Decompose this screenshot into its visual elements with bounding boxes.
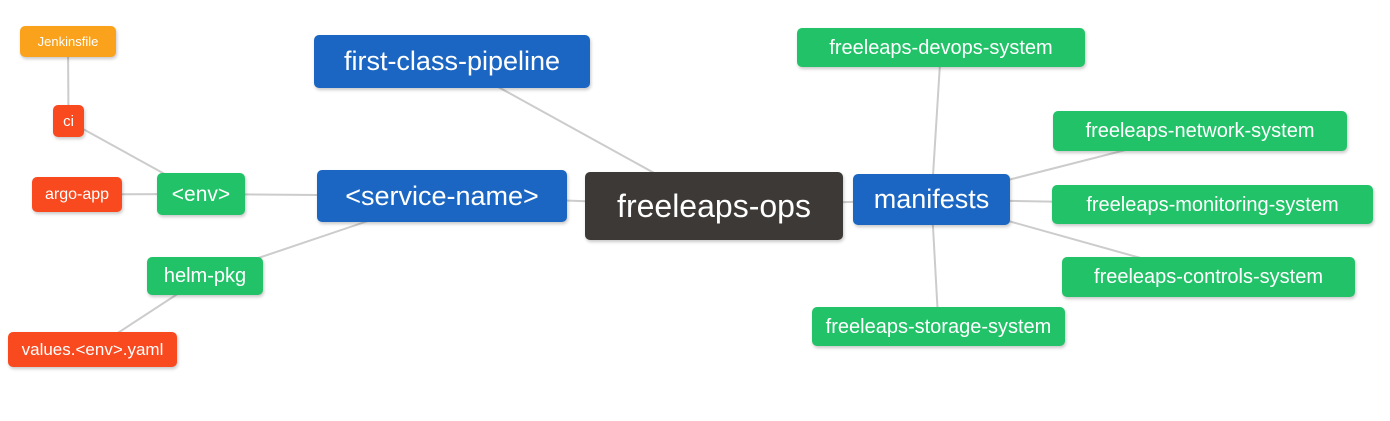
node-jenkinsfile[interactable]: Jenkinsfile <box>20 26 116 57</box>
node-label: argo-app <box>44 185 110 203</box>
node-label: helm-pkg <box>163 265 247 287</box>
node-freeleaps-controls-system[interactable]: freeleaps-controls-system <box>1062 257 1355 297</box>
node-label: freeleaps-ops <box>617 188 811 224</box>
node-values-env-yaml[interactable]: values.<env>.yaml <box>8 332 177 367</box>
node-label: Jenkinsfile <box>37 34 99 49</box>
node-label: <env> <box>171 182 231 206</box>
node-freeleaps-ops[interactable]: freeleaps-ops <box>585 172 843 240</box>
node-freeleaps-devops-system[interactable]: freeleaps-devops-system <box>797 28 1085 67</box>
node-first-class-pipeline[interactable]: first-class-pipeline <box>314 35 590 88</box>
node-label: freeleaps-storage-system <box>825 315 1052 338</box>
node-ci[interactable]: ci <box>53 105 84 137</box>
node-argo-app[interactable]: argo-app <box>32 177 122 212</box>
node-env[interactable]: <env> <box>157 173 245 215</box>
node-freeleaps-monitoring-system[interactable]: freeleaps-monitoring-system <box>1052 185 1373 224</box>
node-manifests[interactable]: manifests <box>853 174 1010 225</box>
node-label: freeleaps-devops-system <box>829 36 1053 59</box>
node-freeleaps-network-system[interactable]: freeleaps-network-system <box>1053 111 1347 151</box>
node-label: freeleaps-controls-system <box>1094 266 1323 288</box>
node-helm-pkg[interactable]: helm-pkg <box>147 257 263 295</box>
node-label: freeleaps-monitoring-system <box>1086 193 1339 216</box>
node-freeleaps-storage-system[interactable]: freeleaps-storage-system <box>812 307 1065 346</box>
node-label: manifests <box>873 184 990 214</box>
node-service-name[interactable]: <service-name> <box>317 170 567 222</box>
node-label: <service-name> <box>345 180 539 211</box>
node-label: values.<env>.yaml <box>21 340 164 359</box>
node-label: first-class-pipeline <box>343 46 561 76</box>
node-label: ci <box>63 112 74 130</box>
node-label: freeleaps-network-system <box>1085 120 1315 142</box>
